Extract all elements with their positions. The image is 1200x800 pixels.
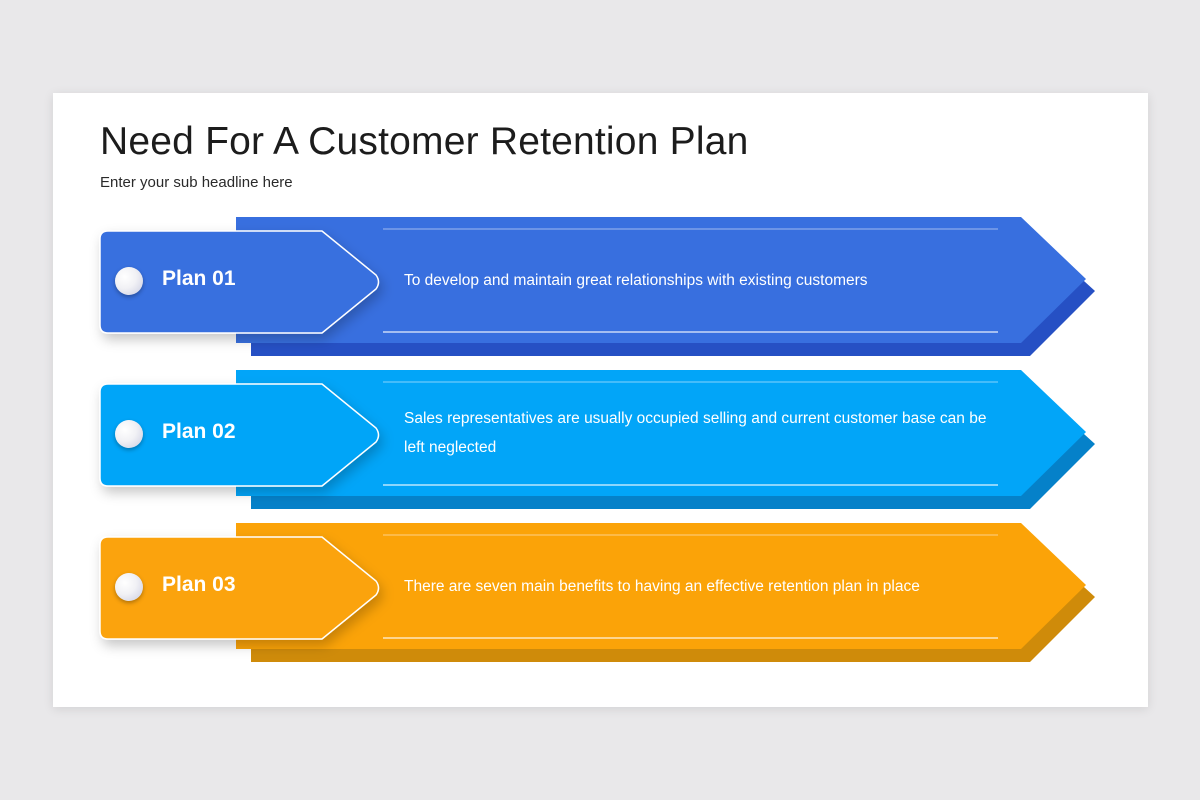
plan-label: Plan 01 [162,267,236,290]
label-tab-shape [99,383,380,487]
plan-description: To develop and maintain great relationsh… [404,271,868,289]
plan-label: Plan 03 [162,573,236,596]
arrow-banner [236,217,1095,356]
plan-label: Plan 02 [162,420,236,443]
label-tab-shape [99,536,380,640]
plan-label-box: Plan 01 [99,230,382,334]
bullet-dot-icon [115,267,143,295]
bullet-dot-icon [115,573,143,601]
plan-label-box: Plan 03 [99,536,382,640]
plan-row-2: Plan 02 Sales representatives are usuall… [53,370,1148,520]
slide-title: Need For A Customer Retention Plan [100,120,749,163]
label-tab-shape [99,230,380,334]
plan-row-1: Plan 01 To develop and maintain great re… [53,217,1148,367]
plan-label-box: Plan 02 [99,383,382,487]
bullet-dot-icon [115,420,143,448]
plan-row-3: Plan 03 There are seven main benefits to… [53,523,1148,673]
slide-subtitle: Enter your sub headline here [100,174,293,191]
slide: Need For A Customer Retention Plan Enter… [53,93,1148,707]
arrow-banner [236,523,1095,662]
plan-description: There are seven main benefits to having … [404,577,920,595]
plan-description: Sales representatives are usually occupi… [404,410,987,456]
arrow-banner [236,370,1095,509]
